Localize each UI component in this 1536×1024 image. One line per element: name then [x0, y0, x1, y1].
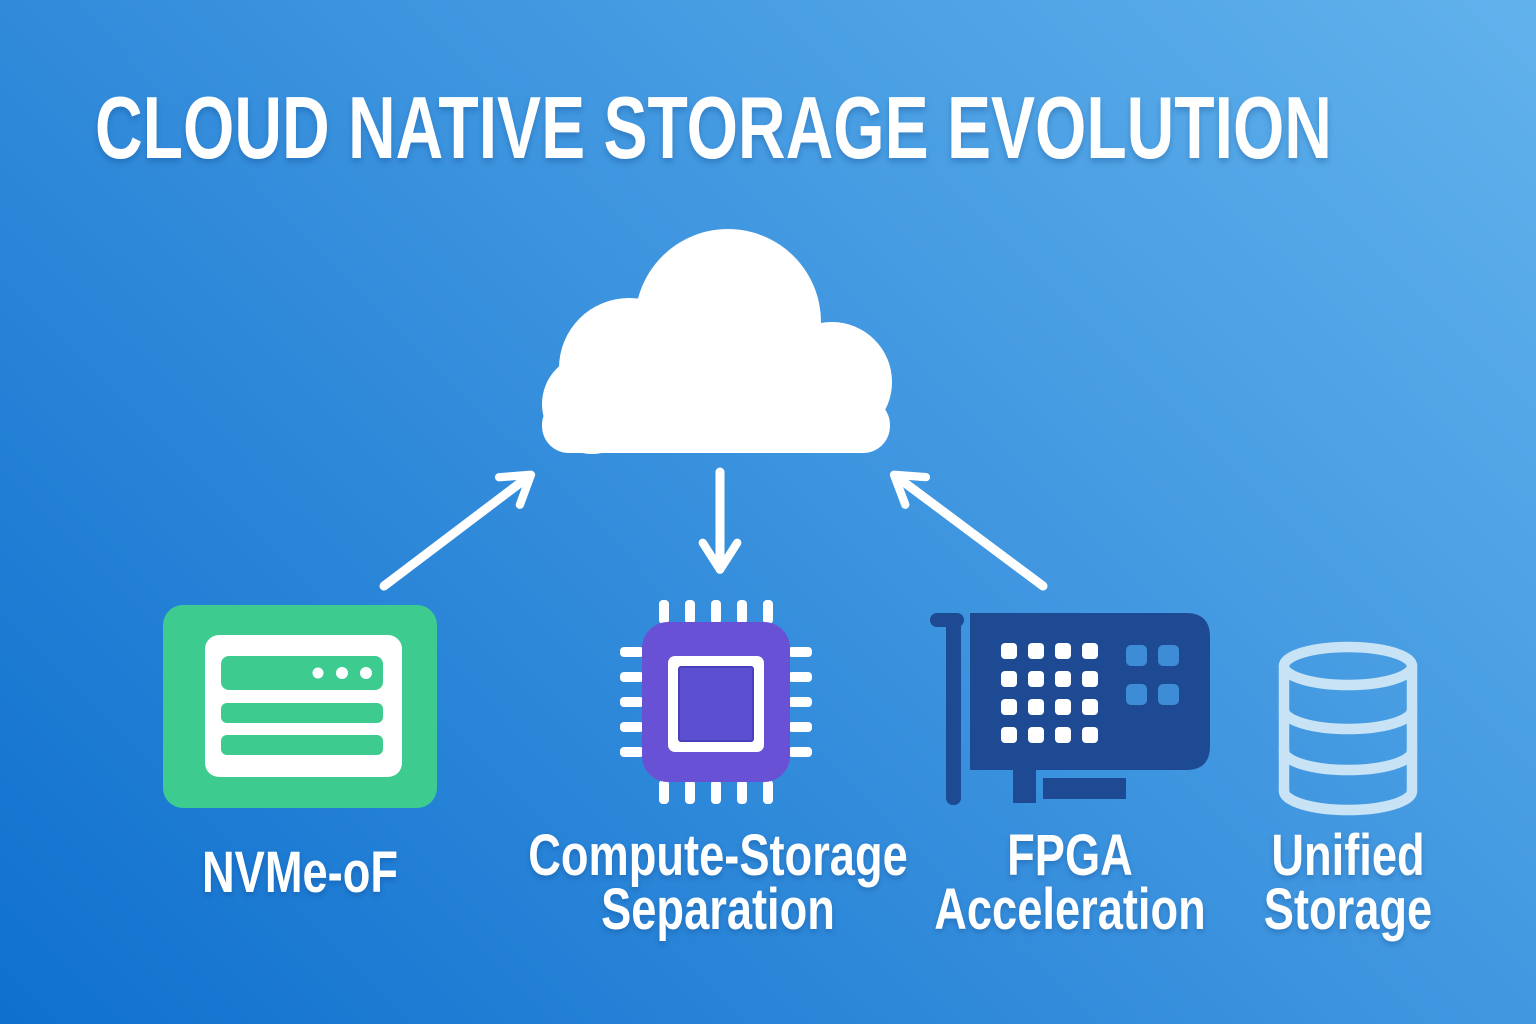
label-line: Acceleration: [934, 877, 1206, 942]
arrow-nvme-to-cloud: [379, 470, 536, 591]
page-title: CLOUD NATIVE STORAGE EVOLUTION: [95, 78, 1332, 177]
server-led: [336, 667, 348, 679]
label-line: NVMe-oF: [201, 840, 399, 905]
label-nvme-of: NVMe-oF: [97, 840, 503, 905]
label-fpga-acceleration: FPGA Acceleration: [867, 823, 1273, 942]
pcie-card-icon: [930, 613, 1210, 805]
server-icon: [163, 605, 437, 808]
label-line: Compute-Storage: [528, 823, 908, 888]
label-line: Separation: [601, 877, 835, 942]
cloud-arrows: [379, 467, 1048, 591]
database-icon: [1278, 641, 1418, 816]
fpga-logic-cells: [1001, 643, 1098, 743]
fpga-io-pads: [1126, 645, 1179, 705]
label-line: Unified: [1271, 823, 1425, 888]
label-compute-storage-separation: Compute-Storage Separation: [515, 823, 921, 942]
cloud-icon: [542, 229, 892, 454]
server-led: [312, 667, 324, 679]
label-line: FPGA: [1007, 823, 1133, 888]
chip-icon: [620, 600, 812, 804]
server-led: [360, 667, 372, 679]
label-unified-storage: Unified Storage: [1145, 823, 1536, 942]
label-line: Storage: [1263, 877, 1433, 942]
chip-pins: [620, 600, 812, 804]
arrow-fpga-to-cloud: [889, 470, 1048, 591]
